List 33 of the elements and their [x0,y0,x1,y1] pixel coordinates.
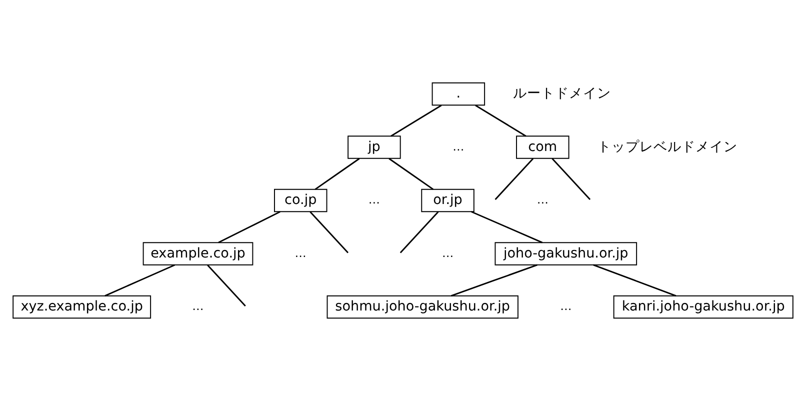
node-box: xyz.example.co.jp [12,295,152,319]
node-box: joho-gakushu.or.jp [494,242,638,266]
node-box: or.jp [421,188,474,212]
node-label: トップレベルドメイン [598,138,738,155]
node-box: example.co.jp [142,242,254,266]
connector [218,211,280,244]
label: … [294,246,306,260]
connector [314,158,360,190]
node-box: com [516,136,570,159]
connector [310,211,349,254]
node-box: . [432,82,486,106]
label: … [368,192,380,206]
node-box: co.jp [274,188,328,212]
connector [390,104,442,137]
label: … [560,298,572,313]
node-box: sohmu.joho-gakushu.or.jp [326,295,518,319]
connector [388,158,434,190]
connector [207,264,246,306]
label: … [192,298,204,313]
connector [552,158,591,200]
node-box: kanri.joho-gakushu.or.jp [613,295,794,319]
node-label: ルートドメイン [513,86,612,102]
connector [104,264,176,296]
connector [494,158,534,200]
node-box: jp [348,136,401,159]
connector [475,104,526,137]
connector [593,264,676,296]
connector [400,211,439,254]
connector [471,211,543,244]
label: … [452,139,464,154]
connector [450,264,538,296]
label: … [536,192,548,206]
label: … [442,246,454,260]
